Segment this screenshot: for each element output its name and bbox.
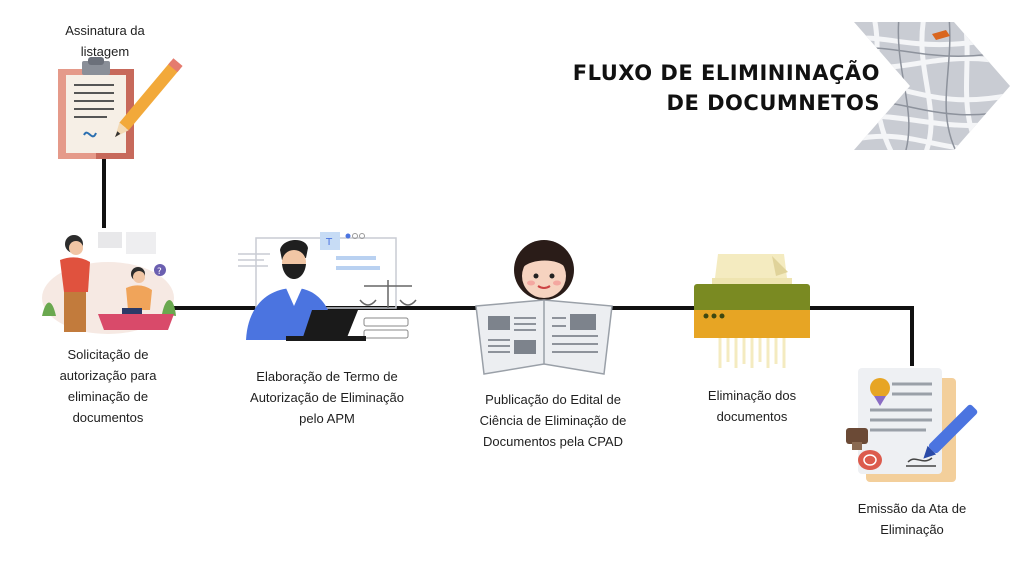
shredded-paper-banner [854, 22, 1010, 150]
title-line-2: DE DOCUMNETOS [666, 91, 880, 115]
meeting-people-icon: ? [42, 232, 176, 334]
title-line-1: FLUXO DE ELIMININAÇÃO [572, 61, 880, 85]
svg-text:?: ? [157, 267, 162, 277]
step-label-emissao: Emissão da Ata de Eliminação [857, 501, 967, 537]
step-label-eliminacao: Eliminação dos documentos [707, 388, 797, 424]
clipboard-pencil-icon [58, 57, 183, 159]
step-label-elaboracao: Elaboração de Termo de Autorização de El… [250, 369, 404, 426]
step-label-publicacao: Publicação do Edital de Ciência de Elimi… [479, 392, 627, 449]
paper-shredder-icon [694, 254, 810, 368]
svg-text:T: T [325, 237, 333, 248]
diagram-title: FLUXO DE ELIMININAÇÃO DE DOCUMNETOS [540, 58, 880, 118]
woman-newspaper-icon [475, 240, 613, 375]
man-laptop-icon: T [238, 232, 417, 341]
step-label-solicitacao: Solicitação de autorização para eliminaç… [59, 347, 157, 425]
certificate-stamp-icon [846, 368, 978, 482]
step-label-assinatura: Assinatura da listagem [65, 23, 145, 59]
